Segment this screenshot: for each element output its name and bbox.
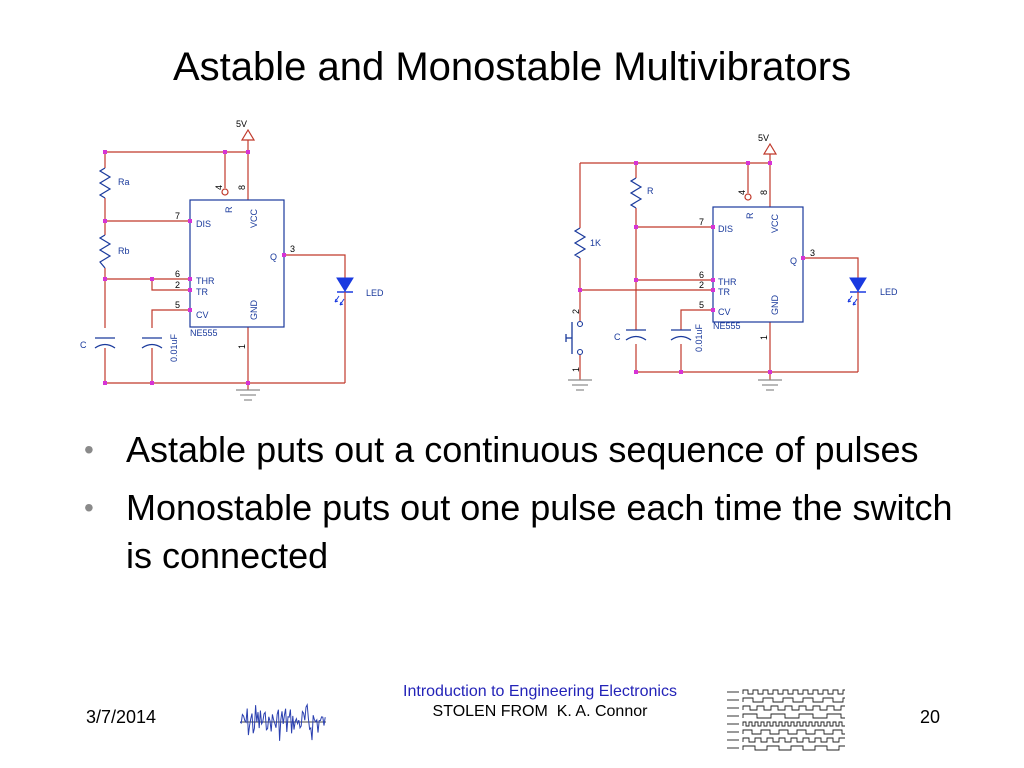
footer-date: 3/7/2014 <box>86 707 157 727</box>
monostable-pin-tr: TR <box>718 287 730 297</box>
monostable-pin8-num: 8 <box>759 190 769 195</box>
astable-pin-cv: CV <box>196 310 209 320</box>
monostable-switch-pin2: 2 <box>571 309 581 314</box>
footer-center: Introduction to Engineering Electronics … <box>340 682 740 722</box>
monostable-supply-icon <box>762 142 778 155</box>
monostable-1k-resistor-icon <box>573 227 587 259</box>
astable-wires <box>104 140 346 390</box>
footer-course: Introduction to Engineering Electronics <box>403 683 677 700</box>
astable-pin5-num: 5 <box>175 300 180 310</box>
monostable-wires <box>579 154 859 380</box>
astable-reset-bubble <box>221 188 229 196</box>
bullet-text: Monostable puts out one pulse each time … <box>126 487 953 576</box>
monostable-timing-capacitor-icon <box>625 329 647 341</box>
astable-pin-dis: DIS <box>196 219 211 229</box>
astable-cv-capacitor-icon <box>141 337 163 349</box>
monostable-cap-label: C <box>614 332 621 342</box>
monostable-cv-cap-label: 0.01uF <box>694 323 704 352</box>
monostable-pin1-num: 1 <box>759 335 769 340</box>
astable-pin8-num: 8 <box>237 185 247 190</box>
slide-title: Astable and Monostable Multivibrators <box>172 45 852 89</box>
bullet-item: • Astable puts out a continuous sequence … <box>84 426 964 474</box>
monostable-pin-vcc: VCC <box>770 213 780 233</box>
bullet-icon: • <box>84 434 94 465</box>
monostable-pin5-num: 5 <box>699 300 704 310</box>
monostable-pin-thr: THR <box>718 277 737 287</box>
astable-pin7-num: 7 <box>175 211 180 221</box>
monostable-555-chip <box>712 206 804 323</box>
monostable-pin4-num: 4 <box>737 190 747 195</box>
monostable-ground-icon <box>758 379 782 391</box>
monostable-pin-dis: DIS <box>718 224 733 234</box>
astable-pin-gnd: GND <box>249 300 259 321</box>
astable-pin-vcc: VCC <box>249 208 259 228</box>
astable-cv-cap-label: 0.01uF <box>169 333 179 362</box>
monostable-circuit: 5V R 1K 2 1 C <box>565 133 898 391</box>
astable-pin4-num: 4 <box>214 185 224 190</box>
footer-credit-name: K. A. Connor <box>556 703 648 720</box>
bullet-item: • Monostable puts out one pulse each time… <box>84 484 964 580</box>
bullet-list: • Astable puts out a continuous sequence … <box>84 426 964 590</box>
astable-pin-r: R <box>224 206 234 213</box>
monostable-pin-gnd: GND <box>770 295 780 316</box>
monostable-reset-bubble <box>744 193 752 201</box>
monostable-cv-capacitor-icon <box>670 329 692 341</box>
monostable-led-label: LED <box>880 287 898 297</box>
timing-diagram-image <box>727 689 845 751</box>
astable-rb-label: Rb <box>118 246 130 256</box>
astable-555-chip <box>189 199 285 328</box>
astable-led-icon <box>334 277 354 306</box>
bullet-icon: • <box>84 492 94 523</box>
astable-junctions <box>103 150 286 385</box>
astable-ra-label: Ra <box>118 177 130 187</box>
monostable-led-icon <box>847 277 867 306</box>
monostable-junctions <box>578 161 805 374</box>
monostable-switch-ground-icon <box>568 379 592 391</box>
astable-pin6-num: 6 <box>175 269 180 279</box>
astable-supply-label: 5V <box>236 119 247 129</box>
monostable-pushbutton-switch-icon <box>565 302 584 372</box>
astable-pin-tr: TR <box>196 287 208 297</box>
monostable-pin-r: R <box>745 212 755 219</box>
monostable-pin-cv: CV <box>718 307 731 317</box>
bullet-text: Astable puts out a continuous sequence o… <box>126 429 919 470</box>
monostable-1k-label: 1K <box>590 238 601 248</box>
monostable-pin6-num: 6 <box>699 270 704 280</box>
astable-led-label: LED <box>366 288 384 298</box>
astable-pin-thr: THR <box>196 276 215 286</box>
footer-credit-prefix: STOLEN FROM <box>432 703 548 720</box>
monostable-r-resistor-icon <box>629 177 643 209</box>
astable-ra-resistor-icon <box>98 167 112 199</box>
noise-waveform-image <box>240 703 326 741</box>
astable-rb-resistor-icon <box>98 234 112 269</box>
monostable-pin3-num: 3 <box>810 248 815 258</box>
astable-timing-capacitor-icon <box>94 337 116 349</box>
astable-pin2-num: 2 <box>175 280 180 290</box>
astable-chip-name: NE555 <box>190 328 218 338</box>
schematics: 5V Ra Rb C 0.01uF DIS THR TR CV Q R <box>80 119 898 401</box>
astable-pin-q: Q <box>270 252 277 262</box>
monostable-r-label: R <box>647 186 654 196</box>
astable-pin3-num: 3 <box>290 244 295 254</box>
monostable-switch-pin1: 1 <box>571 367 581 372</box>
monostable-chip-name: NE555 <box>713 321 741 331</box>
astable-circuit: 5V Ra Rb C 0.01uF DIS THR TR CV Q R <box>80 119 384 401</box>
monostable-supply-label: 5V <box>758 133 769 143</box>
footer-credit: STOLEN FROM K. A. Connor <box>340 702 740 722</box>
monostable-pin2-num: 2 <box>699 280 704 290</box>
astable-cap-label: C <box>80 340 87 350</box>
page-number: 20 <box>919 707 940 727</box>
astable-pin1-num: 1 <box>237 344 247 349</box>
astable-ground-icon <box>236 389 260 401</box>
monostable-pin7-num: 7 <box>699 217 704 227</box>
monostable-pin-q: Q <box>790 256 797 266</box>
astable-supply-icon <box>240 128 256 141</box>
